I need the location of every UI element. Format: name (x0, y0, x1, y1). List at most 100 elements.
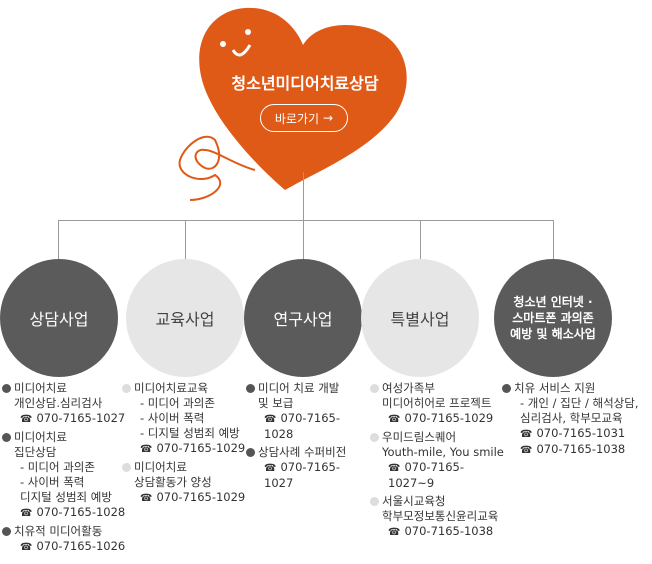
item-title: 여성가족부 (382, 381, 435, 395)
phone: ☎070-7165-1029 (134, 441, 247, 457)
phone-number: 070-7165-1038 (404, 524, 494, 538)
branch-education: 교육사업 (126, 259, 244, 377)
phone-number: 070-7165-1029 (404, 411, 494, 425)
item-title: 치유적 미디어활동 (14, 524, 103, 538)
phone-icon: ☎ (264, 414, 277, 425)
item-title: 학부모정보통신윤리교육 (382, 509, 499, 523)
phone-icon: ☎ (140, 493, 153, 504)
connector (58, 220, 59, 260)
phone-number: 070-7165-1027 (264, 460, 340, 490)
item-title: 치유 서비스 지원 (514, 381, 596, 395)
smile-eye-icon (220, 41, 226, 47)
item-title: 미디어치료교육 (134, 381, 209, 395)
item-sub: 디지털 성범죄 예방 (20, 490, 112, 504)
phone: ☎070-7165-1029 (382, 411, 510, 427)
bullet-icon (2, 384, 11, 393)
phone-icon: ☎ (520, 445, 533, 456)
branch-special: 특별사업 (361, 259, 479, 377)
phone: ☎070-7165-1029 (134, 490, 247, 506)
item-sub: - 미디어 과의존 (20, 460, 95, 474)
phone-icon: ☎ (520, 429, 533, 440)
item-sub: - 개인 / 집단 / 해석상담, (520, 396, 639, 410)
item-title: Youth-mile, You smile (382, 445, 504, 459)
bullet-icon (2, 527, 11, 536)
item-title: 미디어 치료 개발 (258, 381, 340, 395)
heart-shape (199, 7, 407, 191)
phone: ☎070-7165-1031 (514, 426, 652, 442)
branch-label: 연구사업 (273, 310, 333, 329)
connector (553, 220, 554, 260)
list-item: 치유 서비스 지원- 개인 / 집단 / 해석상담,심리검사, 학부모교육☎07… (502, 381, 652, 458)
bullet-icon (246, 448, 255, 457)
phone-number: 070-7165-1028 (264, 411, 340, 441)
item-sub: 심리검사, 학부모교육 (520, 411, 623, 425)
phone-icon: ☎ (388, 463, 401, 474)
bullet-icon (122, 463, 131, 472)
branch-label: 상담사업 (29, 310, 89, 329)
phone-icon: ☎ (140, 444, 153, 455)
smile-icon (231, 44, 252, 57)
bullet-icon (122, 384, 131, 393)
phone-number: 070-7165-1027~9 (388, 460, 464, 490)
page-title: 청소년미디어치료상담 (231, 74, 379, 93)
phone: ☎070-7165-1028 (14, 505, 127, 521)
branch-list: 치유 서비스 지원- 개인 / 집단 / 해석상담,심리검사, 학부모교육☎07… (502, 381, 652, 461)
phone-number: 070-7165-1028 (36, 505, 126, 519)
item-sub: - 미디어 과의존 (140, 396, 215, 410)
item-title: 서울시교육청 (382, 494, 446, 508)
bullet-icon (370, 433, 379, 442)
item-title: 미디어치료 (134, 460, 187, 474)
branch-addiction-prevention: 청소년 인터넷 · 스마트폰 과의존 예방 및 해소사업 (494, 259, 612, 377)
phone-number: 070-7165-1027 (36, 411, 126, 425)
connector (185, 220, 186, 260)
phone-icon: ☎ (20, 542, 33, 553)
connector (303, 220, 304, 260)
go-button[interactable]: 바로가기→ (260, 104, 348, 132)
connector (58, 220, 554, 221)
phone: ☎070-7165-1038 (382, 524, 510, 540)
phone: ☎070-7165-1028 (258, 411, 366, 442)
branch-label: 교육사업 (155, 310, 215, 329)
phone-icon: ☎ (264, 463, 277, 474)
phone-number: 070-7165-1031 (536, 426, 626, 440)
connector (420, 220, 421, 260)
phone: ☎070-7165-1027~9 (382, 460, 510, 491)
heart-string-icon (178, 135, 256, 201)
item-title: 개인상담.심리검사 (14, 396, 103, 410)
item-title: 미디어히어로 프로젝트 (382, 396, 492, 410)
branch-label: 특별사업 (390, 310, 450, 329)
list-item: 치유적 미디어활동 ☎070-7165-1026 (2, 524, 127, 555)
list-item: 미디어치료교육- 미디어 과의존- 사이버 폭력- 디지털 성범죄 예방☎070… (122, 381, 247, 457)
heart-graphic (178, 7, 407, 201)
go-label: 바로가기 (274, 111, 320, 126)
connector (303, 172, 304, 221)
item-title: 집단상담 (14, 445, 57, 459)
phone-number: 070-7165-1026 (36, 539, 126, 553)
branch-research: 연구사업 (244, 259, 362, 377)
phone-number: 070-7165-1029 (156, 490, 246, 504)
phone: ☎070-7165-1027 (258, 460, 366, 491)
item-title: 미디어치료 (14, 430, 67, 444)
phone-number: 070-7165-1038 (536, 442, 626, 456)
item-title: 우미드림스퀘어 (382, 430, 457, 444)
branch-label: 청소년 인터넷 · 스마트폰 과의존 예방 및 해소사업 (510, 295, 596, 341)
item-sub: - 사이버 폭력 (140, 411, 205, 425)
bullet-icon (370, 497, 379, 506)
phone: ☎070-7165-1027 (14, 411, 127, 427)
branch-counseling: 상담사업 (0, 259, 118, 377)
phone-icon: ☎ (388, 414, 401, 425)
phone-number: 070-7165-1029 (156, 441, 246, 455)
bullet-icon (246, 384, 255, 393)
arrow-right-icon: → (323, 111, 334, 125)
item-title: 상담활동가 양성 (134, 475, 212, 489)
list-item: 상담사례 수퍼비전☎070-7165-1027 (246, 445, 366, 491)
